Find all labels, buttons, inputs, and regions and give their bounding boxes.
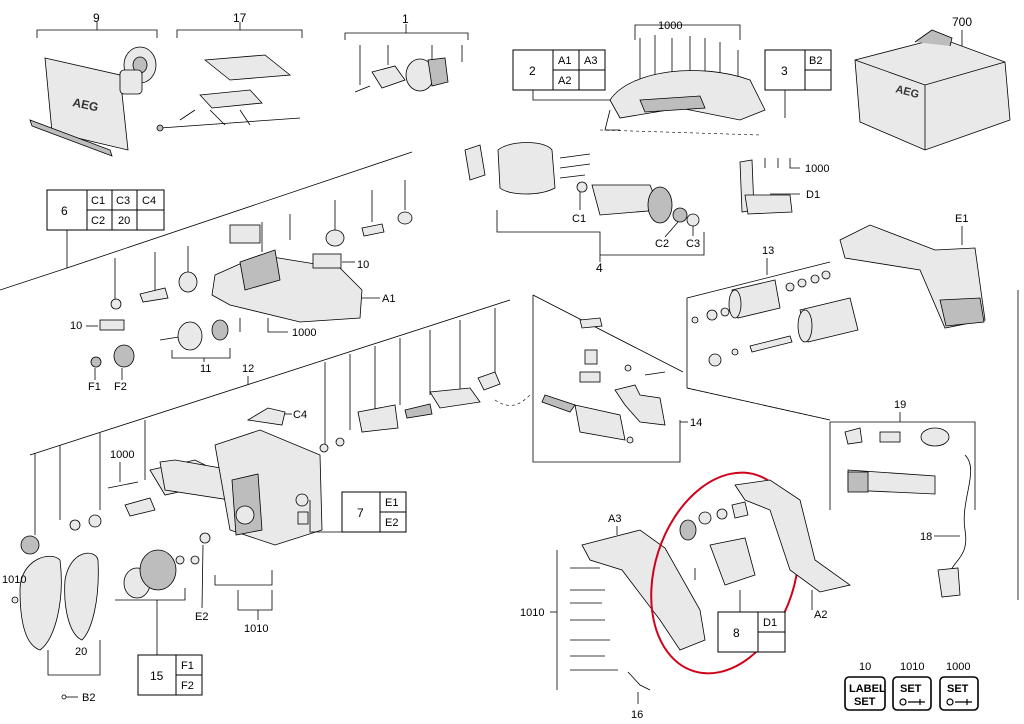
table-6: 6 C1 C3 C4 C2 20 [0, 151, 413, 291]
callout-9: 9 [93, 11, 100, 25]
callout-1000-top: 1000 [658, 20, 682, 32]
table-3: 3 B2 [764, 49, 832, 118]
callout-1010-right: 1010 [520, 607, 544, 619]
callout-e1: E1 [955, 213, 968, 225]
table-2-cell-2: A2 [558, 75, 571, 87]
table-6-cell-1: C3 [116, 195, 130, 207]
legend: 10 LABEL SET 1010 SET 1000 SET [844, 661, 979, 711]
table-7-cell-1: E2 [385, 517, 398, 529]
motor-housing: E2 1010 [115, 429, 342, 635]
callout-18: 18 [920, 531, 932, 543]
legend-line2-0: SET [854, 696, 876, 708]
group-1: 1 [344, 12, 469, 93]
group-19: 19 [829, 399, 976, 510]
callout-17: 17 [233, 11, 247, 25]
callout-b2-bottom: B2 [82, 692, 95, 704]
housing-top: 1000 [599, 20, 766, 136]
table-6-main: 6 [61, 204, 68, 218]
table-7: 7 E1 E2 [341, 491, 407, 533]
callout-d1: D1 [806, 189, 820, 201]
callout-1010-left: 1010 [2, 574, 26, 586]
callout-c3: C3 [686, 238, 700, 250]
table-6-cell-3: C2 [91, 215, 105, 227]
table-15-cell-1: F2 [181, 680, 194, 692]
table-6-cell-2: C4 [142, 195, 156, 207]
table-8-main: 8 [733, 626, 740, 640]
callout-c2: C2 [655, 238, 669, 250]
table-6-cell-0: C1 [91, 195, 105, 207]
table-15: 15 F1 F2 [137, 600, 203, 696]
legend-num-2: 1000 [946, 661, 970, 673]
callout-13: 13 [762, 245, 774, 257]
gearbox-a1: 10 A1 1000 10 11 F1 F2 [70, 180, 413, 393]
callout-1000-d1: 1000 [805, 163, 829, 175]
callout-f2: F2 [114, 381, 127, 393]
table-3-cell-0: B2 [809, 55, 822, 67]
group-a3: A3 1010 16 [520, 513, 706, 721]
case-logo: AEG [894, 83, 920, 101]
table-2-main: 2 [529, 64, 536, 78]
highlight-ring [650, 471, 800, 675]
group-a2-highlight: A2 [650, 471, 851, 675]
legend-num-0: 10 [859, 661, 871, 673]
group-d1: 1000 D1 [739, 158, 829, 215]
table-7-main: 7 [357, 506, 364, 520]
legend-line1-2: SET [947, 683, 969, 695]
callout-4: 4 [596, 261, 603, 275]
group-17: 17 [156, 11, 303, 132]
callout-a3: A3 [608, 513, 621, 525]
case-700: 700 AEG [854, 15, 1011, 151]
group-12: 12 C4 [29, 299, 531, 535]
callout-1: 1 [402, 12, 409, 26]
key-icon [955, 699, 972, 705]
callout-10-b: 10 [70, 320, 82, 332]
legend-item-label-set: 10 LABEL SET [844, 661, 886, 711]
legend-line1-1: SET [900, 683, 922, 695]
callout-1000-left: 1000 [110, 449, 134, 461]
legend-item-set-1010: 1010 SET [892, 661, 932, 711]
group-14: 14 [532, 294, 702, 463]
table-2: 2 A1 A3 A2 [512, 49, 610, 101]
callout-a2: A2 [814, 609, 827, 621]
callout-11: 11 [200, 363, 211, 375]
screw-icon [899, 698, 907, 706]
group-4: C1 C2 C3 4 [464, 142, 705, 275]
legend-num-1: 1010 [900, 661, 924, 673]
callout-700: 700 [952, 15, 972, 29]
callout-c1: C1 [572, 213, 586, 225]
table-8-cell-0: D1 [763, 617, 777, 629]
callout-20: 20 [75, 646, 87, 658]
callout-10-a: 10 [357, 259, 369, 271]
group-13: 13 [686, 245, 859, 421]
callout-19: 19 [894, 399, 906, 411]
callout-16: 16 [631, 709, 643, 721]
callout-e2: E2 [195, 611, 208, 623]
group-e1: E1 [839, 213, 986, 329]
callout-12: 12 [242, 363, 254, 375]
brand-logo: AEG [71, 95, 99, 114]
screw-icon [946, 698, 954, 706]
table-15-cell-0: F1 [181, 660, 194, 672]
table-15-main: 15 [150, 669, 164, 683]
key-icon [908, 699, 925, 705]
callout-f1: F1 [88, 381, 101, 393]
table-3-main: 3 [781, 64, 788, 78]
legend-line1-0: LABEL [849, 683, 886, 695]
table-7-cell-0: E1 [385, 497, 398, 509]
callout-c4: C4 [293, 409, 307, 421]
callout-a1: A1 [382, 293, 395, 305]
group-18: 18 [920, 454, 972, 598]
table-6-cell-4: 20 [118, 215, 130, 227]
table-2-cell-0: A1 [558, 55, 571, 67]
group-9: 9 AEG [29, 11, 158, 157]
callout-14: 14 [690, 417, 702, 429]
callout-1000-mid: 1000 [292, 327, 316, 339]
table-8: 8 D1 [717, 611, 786, 653]
table-2-cell-1: A3 [584, 55, 597, 67]
callout-1010-bottom: 1010 [244, 623, 268, 635]
legend-item-set-1000: 1000 SET [939, 661, 979, 711]
